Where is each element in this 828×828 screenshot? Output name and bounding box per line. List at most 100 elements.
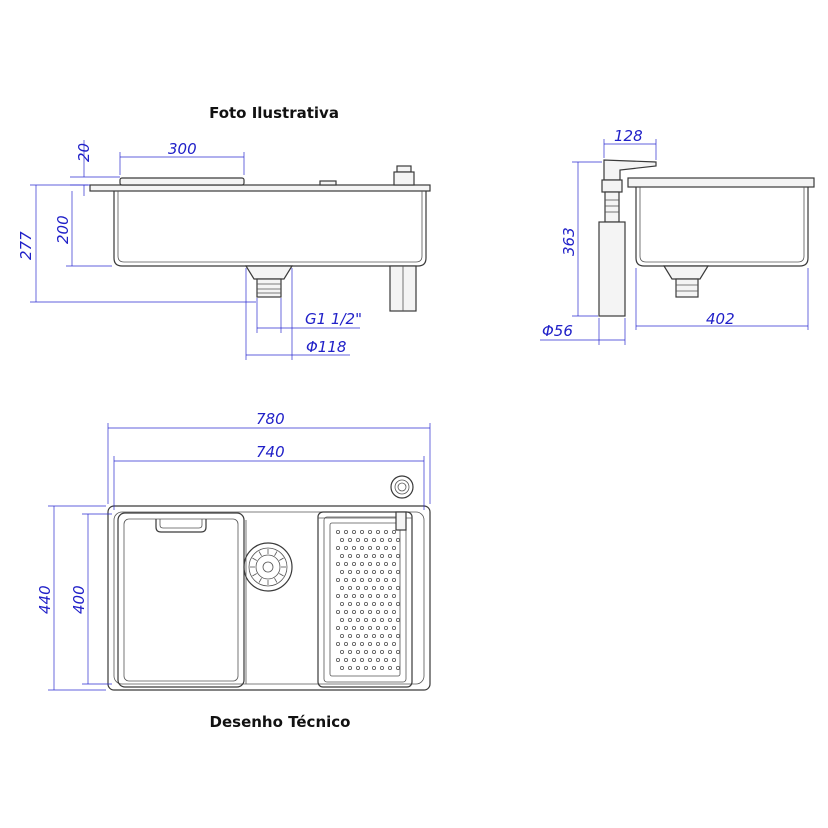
sink-inner-contour [113, 511, 425, 685]
colander-hole [395, 666, 400, 671]
colander-hole [335, 610, 340, 615]
colander-hole [375, 546, 380, 551]
colander-hole [359, 658, 364, 663]
colander-hole [343, 610, 348, 615]
sink-outer-contour [107, 505, 431, 691]
colander-hole [355, 650, 360, 655]
dim-outer-width: 440 [36, 585, 54, 614]
dim-dispenser-width: 128 [614, 127, 643, 145]
colander-hole [363, 570, 368, 575]
colander-hole [363, 618, 368, 623]
colander-hole [359, 642, 364, 647]
colander-hole [355, 554, 360, 559]
colander-hole [351, 626, 356, 631]
soap-dispenser [389, 165, 417, 312]
dim-dispenser-height: 363 [560, 227, 578, 256]
colander-hole [383, 642, 388, 647]
cutting-board [119, 177, 245, 186]
colander-hole [367, 642, 372, 647]
colander-hole [387, 586, 392, 591]
colander-hole [395, 554, 400, 559]
colander-hole [383, 658, 388, 663]
colander-hole [339, 634, 344, 639]
colander-hole [335, 626, 340, 631]
colander-hole [391, 594, 396, 599]
colander-hole [383, 546, 388, 551]
dim-outer-length: 780 [256, 410, 285, 428]
colander-hole [343, 626, 348, 631]
dispenser-top [390, 475, 414, 499]
colander-hole [395, 570, 400, 575]
colander-hole [367, 530, 372, 535]
colander-hole [379, 650, 384, 655]
colander-hole [347, 602, 352, 607]
sink-rim [89, 184, 431, 192]
colander-hole [359, 594, 364, 599]
colander-hole [379, 634, 384, 639]
colander-hole [387, 602, 392, 607]
colander-hole [379, 618, 384, 623]
colander-hole [375, 562, 380, 567]
colander-hole [355, 586, 360, 591]
colander-hole [371, 618, 376, 623]
colander-hole [355, 602, 360, 607]
colander-hole [387, 666, 392, 671]
dispenser-side [598, 159, 657, 317]
caption-photo: Foto Ilustrativa [209, 104, 339, 122]
colander-hole [355, 538, 360, 543]
colander-hole [363, 554, 368, 559]
drain-slot [252, 573, 257, 577]
colander-hole [335, 578, 340, 583]
colander-hole [351, 642, 356, 647]
cutting-board-top [117, 512, 245, 688]
colander-hole [391, 578, 396, 583]
colander-hole [391, 562, 396, 567]
colander-hole [343, 578, 348, 583]
colander-hole [371, 570, 376, 575]
drain-slot [274, 578, 278, 583]
colander-hole [347, 570, 352, 575]
colander-hole [371, 634, 376, 639]
colander-hole [343, 530, 348, 535]
drain-top [243, 542, 293, 592]
colander-hole [343, 594, 348, 599]
colander-hole [359, 578, 364, 583]
colander-hole [387, 634, 392, 639]
colander-hole [379, 666, 384, 671]
accessory-tab [319, 180, 337, 186]
colander-hole [347, 538, 352, 543]
colander-hole [383, 626, 388, 631]
sink-bowl [113, 191, 427, 267]
colander-hole [347, 618, 352, 623]
colander-hole [363, 538, 368, 543]
colander-hole [391, 546, 396, 551]
colander [317, 511, 413, 688]
colander-hole [375, 642, 380, 647]
colander-hole [359, 562, 364, 567]
colander-hole [383, 562, 388, 567]
colander-hole [367, 562, 372, 567]
colander-hole [359, 626, 364, 631]
colander-hole [371, 650, 376, 655]
colander-hole [363, 586, 368, 591]
sink-bowl-inner [117, 191, 423, 263]
colander-hole [375, 578, 380, 583]
dim-drain-thread: G1 1/2" [305, 310, 362, 328]
colander-hole [387, 570, 392, 575]
colander-hole [359, 530, 364, 535]
dim-rim-height: 20 [75, 143, 93, 162]
colander-hole [379, 586, 384, 591]
dim-total-height: 277 [17, 231, 35, 260]
colander-hole [379, 602, 384, 607]
colander-hole [347, 634, 352, 639]
drain-slot [252, 557, 257, 561]
colander-hole [339, 554, 344, 559]
colander-hole [343, 562, 348, 567]
dim-bowl-depth: 200 [54, 215, 72, 244]
colander-hole [379, 538, 384, 543]
sink-bowl-side [635, 187, 809, 267]
colander-hole [363, 650, 368, 655]
colander-hole [383, 578, 388, 583]
dim-inner-length: 740 [256, 443, 285, 461]
drain [244, 265, 294, 298]
